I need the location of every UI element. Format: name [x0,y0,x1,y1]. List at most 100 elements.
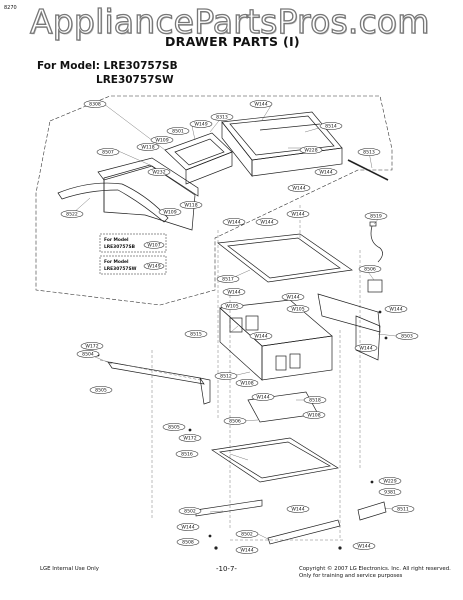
callout-W144: W144 [352,542,376,550]
svg-text:W144: W144 [254,102,267,108]
svg-text:8512: 8512 [220,374,232,380]
wire-harness-part [369,221,383,263]
svg-text:W232: W232 [152,170,165,176]
svg-text:W144: W144 [319,170,332,176]
svg-text:W118: W118 [184,203,197,209]
callout-W144: W144 [176,523,200,531]
drawer-body-part [219,299,333,381]
svg-text:W108: W108 [240,381,253,387]
svg-text:W144: W144 [254,334,267,340]
svg-text:W172: W172 [183,436,196,442]
screws [96,310,388,550]
svg-text:W144: W144 [240,548,253,554]
callout-8519: 8519 [364,212,388,220]
callout-8517: 8517 [216,275,240,283]
bottom-plate-part [211,437,339,483]
callout-W228: W228 [299,146,323,154]
svg-text:W228: W228 [304,148,317,154]
svg-text:8517: 8517 [222,277,234,283]
svg-text:W144: W144 [286,295,299,301]
callout-8505: 8505 [162,423,186,431]
svg-text:W105: W105 [225,304,238,310]
callout-8501: 8501 [166,127,190,135]
svg-text:W144: W144 [227,220,240,226]
callout-W172: W172 [178,434,202,442]
svg-text:8313: 8313 [216,115,228,121]
svg-text:LRE30757SB: LRE30757SB [104,244,136,250]
svg-text:W144: W144 [260,220,273,226]
callout-8511: 8511 [391,505,415,513]
callout-W144: W144 [314,168,338,176]
callout-W229: W229 [378,477,402,485]
model-line-2: LRE30757SW [96,74,174,86]
training-line: Only for training and service purposes [299,573,403,579]
svg-text:8504: 8504 [82,352,94,358]
callout-8502: 8502 [235,530,259,538]
rail-part [347,159,389,181]
svg-text:8501: 8501 [172,129,184,135]
footer-left: LGE Internal Use Only [40,566,99,572]
lower-slide-right [267,519,341,545]
svg-text:8506: 8506 [364,267,376,273]
svg-text:8511: 8511 [397,507,409,513]
callout-W144: W144 [354,344,378,352]
corner-code: 8270 [4,5,17,11]
page-number: -10-7- [216,565,237,573]
callout-W144: W144 [281,293,305,301]
watermark: AppliancePartsPros.com [29,1,430,41]
cover-plate-part [217,233,353,283]
svg-text:8513: 8513 [363,150,375,156]
callout-W118: W118 [179,201,203,209]
callout-8513: 8513 [357,148,381,156]
callout-W108: W108 [302,411,326,419]
callout-W105: W105 [220,302,244,310]
callout-W144: W144 [251,393,275,401]
callout-W149: W149 [189,120,213,128]
callout-8503: 8503 [395,332,419,340]
callout-W144: W144 [235,546,259,554]
svg-text:8507: 8507 [102,150,114,156]
callout-8518: 8518 [303,396,327,404]
assembly-boundary [35,95,393,306]
callout-W105: W105 [286,305,310,313]
svg-text:W172: W172 [85,344,98,350]
callout-8507: 8507 [96,148,120,156]
callout-8506: 8506 [223,417,247,425]
drawer-frame-part [164,132,233,185]
svg-text:8519: 8519 [370,214,382,220]
callout-8508: 8508 [176,538,200,546]
model-note-sb: For Model LRE30757SB W107 [99,233,167,253]
callout-W144: W144 [286,210,310,218]
svg-text:8516: 8516 [181,452,193,458]
callout-W232: W232 [147,168,171,176]
callout-W144: W144 [384,305,408,313]
svg-text:LRE30757SW: LRE30757SW [104,266,137,272]
svg-text:W105: W105 [291,307,304,313]
latch-part [357,501,387,521]
side-rail-left [107,361,211,405]
svg-text:For Model: For Model [104,259,129,265]
svg-text:W109: W109 [163,210,176,216]
callout-8512: 8512 [214,372,238,380]
svg-text:W144: W144 [256,395,269,401]
callout-8313: 8313 [210,113,234,121]
svg-text:W144: W144 [292,186,305,192]
svg-text:W144: W144 [291,507,304,513]
model-note-sw: For Model LRE30757SW W149 [99,255,167,275]
svg-text:8514: 8514 [325,124,337,130]
page-title: DRAWER PARTS (I) [165,34,300,49]
callout-8502: 8502 [178,507,202,515]
svg-text:8502: 8502 [184,509,196,515]
svg-text:W144: W144 [389,307,402,313]
bracket-part [367,279,383,293]
svg-text:8505: 8505 [95,388,107,394]
svg-text:W149: W149 [147,264,160,270]
svg-text:W108: W108 [307,413,320,419]
svg-text:8502: 8502 [241,532,253,538]
svg-text:W144: W144 [181,525,194,531]
svg-text:8308: 8308 [89,102,101,108]
callout-8308: 8308 [83,100,107,108]
callout-W172: W172 [80,342,104,350]
drawer-front-part [97,157,199,231]
